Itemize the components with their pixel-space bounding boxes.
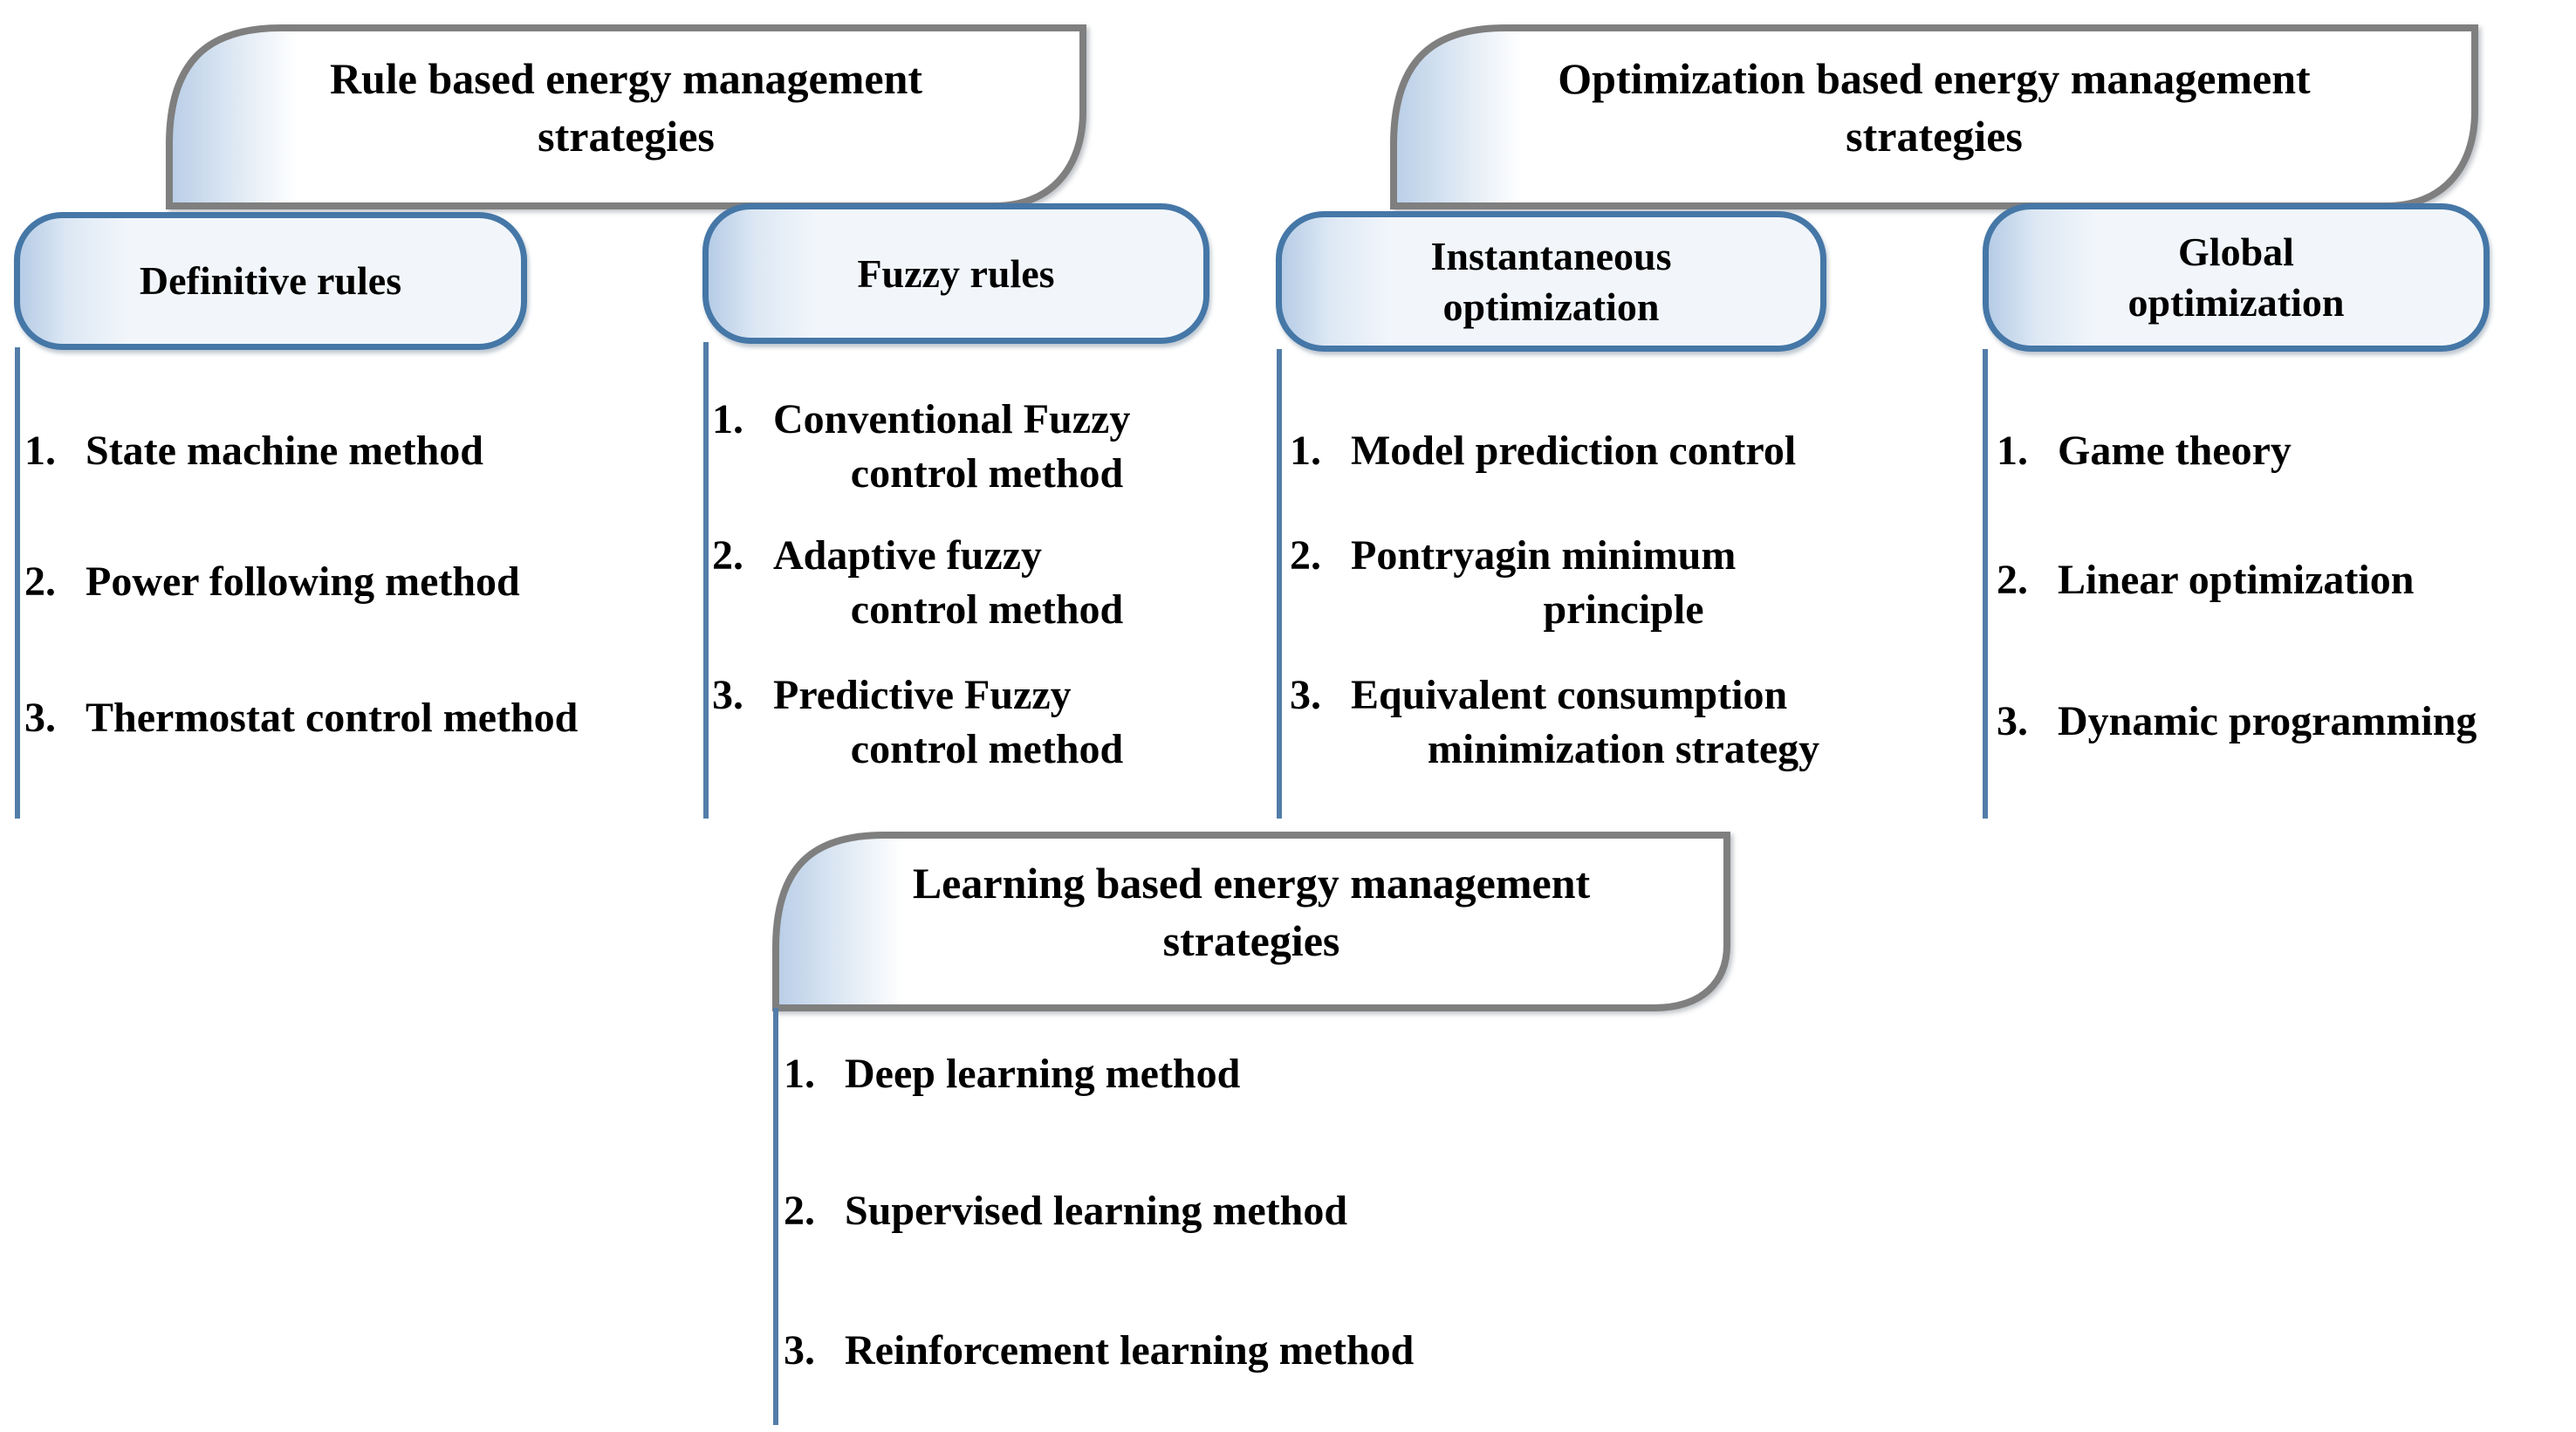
instantaneous-optimization-box: Instantaneous optimization xyxy=(1276,211,1826,352)
list-item: 1. Deep learning method xyxy=(784,1047,1604,1101)
item-text: Thermostat control method xyxy=(86,695,579,741)
item-text: Deep learning method xyxy=(845,1051,1241,1097)
optimization-based-header-title: Optimization based energy management str… xyxy=(1390,24,2478,209)
list-item: 2. Linear optimization xyxy=(1997,553,2569,607)
subbox-title-line: Definitive rules xyxy=(139,258,402,303)
learning-based-header-title: Learning based energy management strateg… xyxy=(772,832,1730,1011)
item-number: 1. xyxy=(784,1051,815,1097)
subbox-title-line: Fuzzy rules xyxy=(857,250,1055,296)
definitive-rules-connector-line xyxy=(15,347,20,819)
item-text: Supervised learning method xyxy=(845,1188,1348,1234)
title-line: strategies xyxy=(1846,112,2023,161)
subbox-title-line: optimization xyxy=(2127,280,2345,325)
title-line: Optimization based energy management xyxy=(1558,54,2311,103)
item-number: 1. xyxy=(712,396,743,442)
item-number: 2. xyxy=(712,532,743,579)
fuzzy-rules-box: Fuzzy rules xyxy=(702,203,1209,344)
item-number: 3. xyxy=(712,672,743,718)
title-line: strategies xyxy=(538,112,715,161)
subbox-title-line: Instantaneous xyxy=(1430,233,1672,278)
item-text: Dynamic programming xyxy=(2058,698,2477,744)
rule-based-header-title: Rule based energy management strategies xyxy=(166,24,1086,209)
title-line: strategies xyxy=(1162,916,1340,965)
item-text: Linear optimization xyxy=(2058,557,2415,603)
item-number: 2. xyxy=(1997,557,2028,603)
subbox-title-line: Global xyxy=(2178,230,2294,274)
global-optimization-box: Global optimization xyxy=(1983,203,2490,352)
list-item: 3. Reinforcement learning method xyxy=(784,1324,1604,1378)
learning-connector-line xyxy=(773,1008,778,1425)
list-item: 2. Power following method xyxy=(24,555,714,609)
item-number: 3. xyxy=(784,1327,815,1374)
rule-based-header-box xyxy=(166,24,1086,209)
item-number: 3. xyxy=(1290,672,1321,718)
title-line: Rule based energy management xyxy=(329,54,923,103)
list-item: 3. Dynamic programming xyxy=(1997,695,2569,749)
item-text: State machine method xyxy=(86,428,483,474)
list-item: 1. Model prediction control xyxy=(1290,424,1896,478)
item-text: Power following method xyxy=(86,558,520,605)
list-item: 1. Game theory xyxy=(1997,424,2569,478)
subbox-title-line: optimization xyxy=(1442,284,1660,329)
item-number: 1. xyxy=(24,428,56,474)
item-number: 2. xyxy=(784,1188,815,1234)
item-number: 3. xyxy=(24,695,56,741)
list-item: 3. Thermostat control method xyxy=(24,691,714,745)
global-optimization-connector-line xyxy=(1983,349,1988,819)
title-line: Learning based energy management xyxy=(912,859,1591,908)
item-number: 1. xyxy=(1290,428,1321,474)
item-text: Reinforcement learning method xyxy=(845,1327,1415,1374)
item-text: Game theory xyxy=(2058,428,2292,474)
item-number: 2. xyxy=(24,558,56,605)
item-number: 3. xyxy=(1997,698,2028,744)
definitive-rules-box: Definitive rules xyxy=(14,212,527,350)
item-number: 1. xyxy=(1997,428,2028,474)
optimization-based-header-box xyxy=(1390,24,2478,209)
fuzzy-rules-connector-line xyxy=(703,342,709,819)
item-number: 2. xyxy=(1290,532,1321,579)
item-text: Model prediction control xyxy=(1351,428,1797,474)
list-item: 2. Supervised learning method xyxy=(784,1184,1604,1238)
instantaneous-optimization-connector-line xyxy=(1277,349,1282,819)
learning-based-header-box xyxy=(772,832,1730,1011)
list-item: 1. State machine method xyxy=(24,424,714,478)
